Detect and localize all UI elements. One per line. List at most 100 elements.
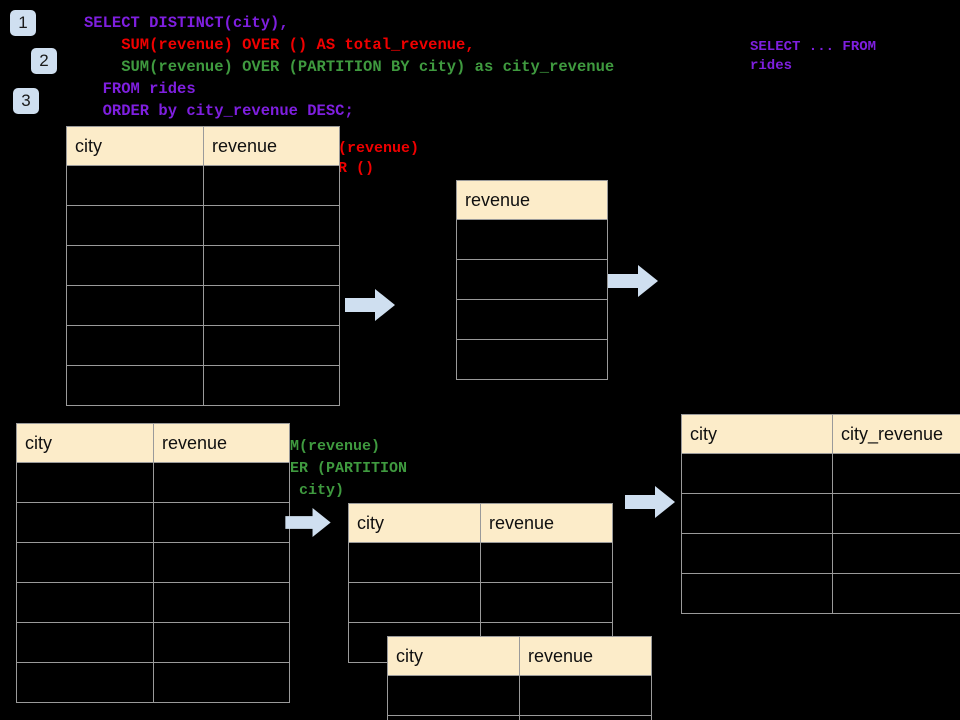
cell	[203, 245, 340, 286]
table-row	[66, 205, 340, 246]
cell	[456, 339, 608, 380]
table-row-header: city revenue	[66, 126, 340, 166]
query-line-total-revenue: SUM(revenue) OVER () AS total_revenue,	[84, 36, 475, 54]
table-row	[16, 662, 290, 703]
query-line-order-by: ORDER by city_revenue DESC;	[84, 102, 354, 120]
table-result: city city_revenue	[681, 414, 960, 614]
annotation-sum-over-partition: SUM(revenue) OVER (PARTITION BY city)	[272, 438, 408, 499]
cell	[832, 533, 960, 574]
table-row	[681, 533, 960, 574]
table-total-revenue: revenue	[456, 180, 608, 380]
table-row	[66, 365, 340, 406]
cell	[16, 662, 154, 703]
column-header-city: city	[387, 636, 520, 676]
table-row	[348, 582, 613, 623]
cell	[16, 502, 154, 543]
arrow-bottom-left	[285, 508, 331, 537]
table-row	[16, 502, 290, 543]
column-header-revenue: revenue	[456, 180, 608, 220]
table-row-header: city revenue	[387, 636, 652, 676]
annotation-select-from-rides: SELECT ... FROM rides	[750, 39, 877, 74]
table-row-header: city revenue	[16, 423, 290, 463]
table-row	[16, 462, 290, 503]
cell	[16, 622, 154, 663]
cell	[66, 165, 204, 206]
cell	[832, 573, 960, 614]
table-row	[348, 542, 613, 583]
table-row	[456, 259, 608, 300]
cell	[832, 493, 960, 534]
query-line-select-distinct: SELECT DISTINCT(city),	[84, 14, 289, 32]
cell	[348, 542, 481, 583]
column-header-city: city	[66, 126, 204, 166]
cell	[66, 325, 204, 366]
table-row	[16, 542, 290, 583]
cell	[16, 462, 154, 503]
step-badge-3[interactable]: 3	[13, 88, 39, 114]
cell	[153, 542, 290, 583]
table-row	[387, 715, 652, 720]
cell	[387, 715, 520, 720]
table-partition-back: city revenue	[348, 503, 613, 663]
column-header-city-revenue: city_revenue	[832, 414, 960, 454]
table-row-header: city revenue	[348, 503, 613, 543]
cell	[456, 219, 608, 260]
cell	[681, 453, 833, 494]
column-header-city: city	[348, 503, 481, 543]
cell	[16, 542, 154, 583]
table-row	[456, 299, 608, 340]
table-row-header: city city_revenue	[681, 414, 960, 454]
table-row	[66, 165, 340, 206]
table-row	[681, 493, 960, 534]
query-line-city-revenue: SUM(revenue) OVER (PARTITION BY city) as…	[84, 58, 615, 76]
cell	[681, 533, 833, 574]
cell	[203, 165, 340, 206]
cell	[480, 582, 613, 623]
cell	[203, 365, 340, 406]
cell	[203, 285, 340, 326]
cell	[832, 453, 960, 494]
cell	[456, 259, 608, 300]
cell	[681, 573, 833, 614]
cell	[153, 502, 290, 543]
cell	[153, 662, 290, 703]
table-source-bottom: city revenue	[16, 423, 290, 703]
cell	[153, 582, 290, 623]
cell	[519, 715, 652, 720]
column-header-revenue: revenue	[203, 126, 340, 166]
cell	[203, 325, 340, 366]
table-row	[66, 285, 340, 326]
table-row-header: revenue	[456, 180, 608, 220]
cell	[66, 205, 204, 246]
step-badge-2[interactable]: 2	[31, 48, 57, 74]
arrow-top-left	[345, 289, 395, 321]
arrow-bottom-right	[625, 486, 675, 518]
cell	[681, 493, 833, 534]
column-header-city: city	[16, 423, 154, 463]
query-line-from: FROM rides	[84, 80, 196, 98]
cell	[153, 622, 290, 663]
column-header-revenue: revenue	[153, 423, 290, 463]
table-partition-front: city revenue	[387, 636, 652, 720]
table-row	[66, 245, 340, 286]
cell	[153, 462, 290, 503]
cell	[348, 582, 481, 623]
cell	[66, 365, 204, 406]
table-row	[456, 339, 608, 380]
table-row	[456, 219, 608, 260]
arrow-top-right	[608, 265, 658, 297]
cell	[519, 675, 652, 716]
cell	[456, 299, 608, 340]
table-row	[16, 582, 290, 623]
table-row	[66, 325, 340, 366]
step-badge-1[interactable]: 1	[10, 10, 36, 36]
cell	[16, 582, 154, 623]
table-row	[16, 622, 290, 663]
table-row	[387, 675, 652, 716]
column-header-revenue: revenue	[519, 636, 652, 676]
table-source-top: city revenue	[66, 126, 340, 406]
cell	[387, 675, 520, 716]
table-row	[681, 453, 960, 494]
column-header-city: city	[681, 414, 833, 454]
